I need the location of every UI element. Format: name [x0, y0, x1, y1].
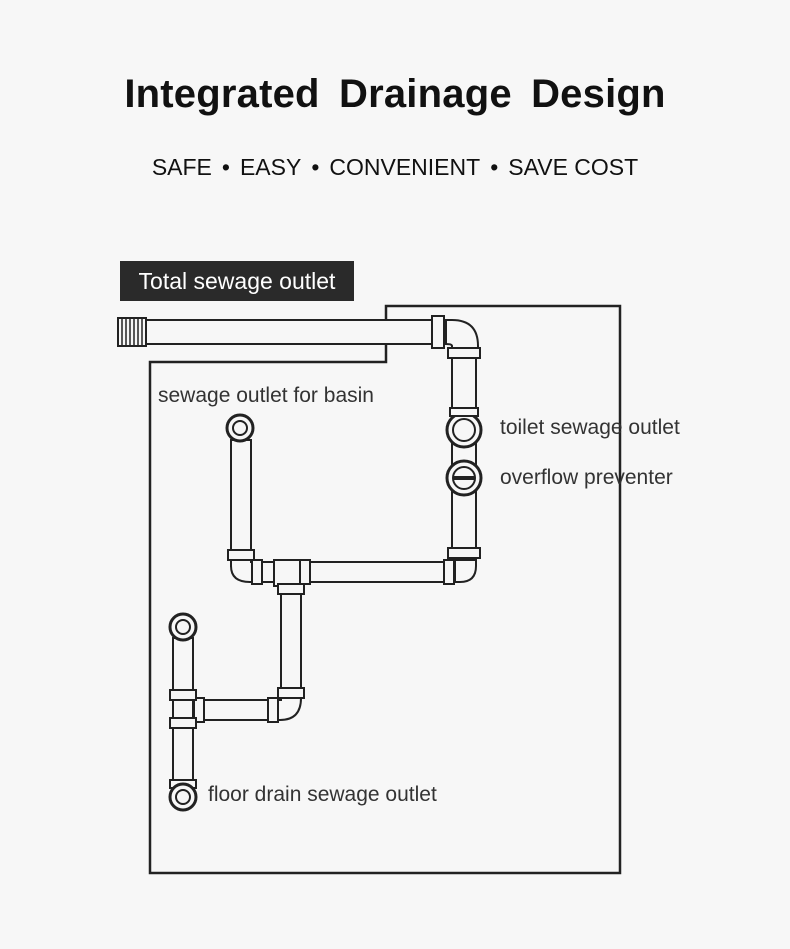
collar: [431, 315, 445, 349]
floor-drain-outlet-label: floor drain sewage outlet: [208, 783, 437, 806]
tagline-separator: •: [311, 154, 320, 180]
collar: [169, 717, 197, 729]
tagline-item-easy: EASY: [239, 154, 302, 180]
overflow-preventer-label: overflow preventer: [500, 466, 673, 489]
collar: [447, 547, 481, 559]
collar: [277, 687, 305, 699]
toilet-outlet-label: toilet sewage outlet: [500, 416, 680, 439]
collar: [277, 583, 305, 595]
collar: [299, 559, 311, 585]
collar: [443, 559, 455, 585]
tagline-separator: •: [490, 154, 499, 180]
tagline: SAFE • EASY • CONVENIENT • SAVE COST: [0, 154, 790, 181]
lower-horizontal-pipe: [195, 699, 275, 721]
basin-vertical-pipe: [230, 439, 252, 567]
main-pipe: [145, 319, 447, 345]
basin-outlet-ring: [225, 413, 255, 443]
floor-drain-vertical-pipe: [172, 637, 194, 791]
collar: [193, 697, 205, 723]
collar: [227, 549, 255, 561]
collar: [267, 697, 279, 723]
tagline-item-safe: SAFE: [151, 154, 212, 180]
total-sewage-outlet-label: Total sewage outlet: [120, 261, 354, 301]
collar: [447, 347, 481, 359]
tagline-separator: •: [221, 154, 230, 180]
diagram-title: Integrated Drainage Design: [124, 72, 666, 116]
floor-drain-top-ring: [168, 612, 198, 642]
tagline-item-convenient: CONVENIENT: [329, 154, 481, 180]
tagline-item-save-cost: SAVE COST: [508, 154, 639, 180]
vertical-right-pipe: [451, 351, 477, 561]
frame-outline: [148, 304, 622, 875]
basin-outlet-label: sewage outlet for basin: [158, 384, 374, 407]
center-vertical-pipe: [280, 585, 302, 697]
floor-drain-outlet-ring: [168, 782, 198, 812]
collar: [251, 559, 263, 585]
collar: [169, 689, 197, 701]
